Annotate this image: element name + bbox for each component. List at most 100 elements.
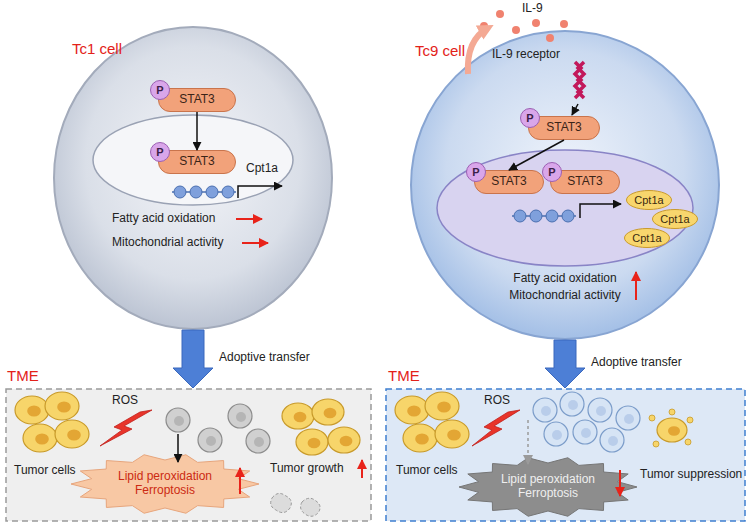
tumor-cell [15, 396, 49, 424]
dying-cell [301, 498, 321, 516]
burst-shape [71, 455, 259, 513]
node-text: Ferroptosis [135, 484, 195, 498]
text-label: Tumor growth [270, 462, 344, 476]
t-cell-nucleus [596, 406, 606, 416]
il9-receptor [575, 62, 581, 98]
node-text: Ferroptosis [518, 487, 578, 501]
phospho-circle [521, 109, 540, 128]
t-cell [573, 420, 597, 444]
tumor-cell [312, 399, 344, 425]
text-label: IL-9 [522, 2, 543, 16]
phospho-circle [151, 143, 170, 162]
tumor-cell [403, 424, 437, 452]
il9-molecule [480, 22, 488, 30]
t-cell [166, 408, 190, 432]
t-cell-nucleus [608, 436, 618, 446]
cell-ellipse: Tc1 cellSTAT3PSTAT3P [53, 26, 333, 330]
tumor-nucleus [67, 429, 81, 440]
cell-fragment [687, 417, 693, 423]
signal-arrow [509, 140, 564, 170]
node-shape [53, 26, 333, 330]
stat3-protein: STAT3P [158, 88, 236, 112]
phospho-circle [543, 163, 562, 182]
tumor-cell [425, 392, 459, 420]
panel-title: TME [7, 367, 39, 384]
t-cell-nucleus [568, 400, 578, 410]
node-text: STAT3 [491, 175, 527, 189]
nucleosome [222, 186, 234, 198]
node-text: STAT3 [179, 93, 215, 107]
arrow-mark [527, 420, 529, 464]
node-text: Lipid peroxidation [118, 470, 212, 484]
panel-title: TME [388, 367, 420, 384]
node-text: Cpt1a [634, 194, 663, 207]
il9-molecule [496, 10, 504, 18]
phospho-circle [467, 163, 486, 182]
t-cell-nucleus [541, 406, 551, 416]
arrow-mark [635, 272, 637, 300]
text-label: Mitochondrial activity [112, 236, 223, 250]
tumor-nucleus [668, 426, 680, 436]
arrow-mark [361, 460, 363, 478]
phospho-badge: P [542, 162, 562, 182]
tumor-cell [45, 392, 79, 420]
promoter-arrow [580, 204, 621, 218]
protein-shape [159, 89, 236, 112]
node-text: Cpt1a [660, 213, 689, 226]
edge-label: Adoptive transfer [589, 356, 684, 370]
cell-fragment [685, 439, 691, 445]
nucleosome [190, 186, 202, 198]
il9-molecule [560, 20, 568, 28]
t-cell-nucleus [174, 416, 184, 426]
t-cell-nucleus [206, 436, 216, 446]
panel-title: Tc1 cell [72, 40, 122, 57]
nucleosome [562, 210, 574, 222]
tumor-nucleus [57, 401, 71, 412]
il9-receptor [578, 62, 584, 98]
t-cell [544, 422, 568, 446]
t-cell [228, 404, 252, 428]
tumor-nucleus [415, 433, 429, 444]
t-cell [198, 428, 222, 452]
transfer-arrow [545, 340, 585, 388]
il9-molecule [546, 34, 554, 42]
tumor-cell [23, 424, 57, 452]
illustration [15, 10, 693, 516]
cell-fragment [649, 415, 655, 421]
t-cell-nucleus [581, 428, 591, 438]
t-cell [600, 428, 624, 452]
node-text: P [156, 146, 163, 159]
t-cell-nucleus [552, 430, 562, 440]
burst-shape [459, 458, 637, 516]
arrow-mark [572, 104, 578, 115]
text-label: Tumor suppression [640, 468, 742, 482]
ros-bolt [472, 410, 520, 446]
phospho-badge: P [150, 142, 170, 162]
t-cell [246, 429, 270, 453]
transfer-arrow [173, 330, 213, 388]
tme-panel: TMELipid peroxidationFerroptosis [5, 388, 372, 522]
secretion-arrow [468, 28, 488, 74]
nucleosome [530, 210, 542, 222]
text-label: Fatty acid oxidation [112, 212, 215, 226]
node-text: P [526, 112, 533, 125]
tumor-nucleus [447, 429, 461, 440]
t-cell-nucleus [236, 412, 246, 422]
t-cell [616, 406, 640, 430]
nucleus [437, 150, 693, 266]
text-label: ROS [112, 394, 138, 408]
node-text: STAT3 [567, 175, 603, 189]
nucleosome [546, 210, 558, 222]
nucleus [93, 115, 293, 205]
tumor-cell [435, 420, 469, 448]
text-label: Cpt1a [246, 162, 278, 176]
text-label: IL-9 receptor [492, 48, 560, 62]
protein-shape [159, 151, 236, 174]
tumor-nucleus [340, 436, 353, 446]
tumor-nucleus [27, 405, 41, 416]
arrow-mark [239, 468, 241, 494]
tumor-nucleus [294, 412, 307, 422]
cpt1a-protein: Cpt1a [624, 228, 670, 248]
tumor-cell [395, 396, 429, 424]
